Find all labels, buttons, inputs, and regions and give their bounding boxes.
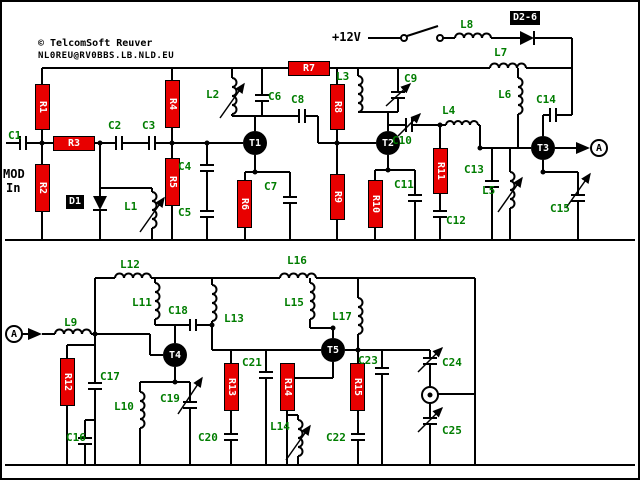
capacitor-label-c18: C18 xyxy=(168,304,188,317)
capacitor-label-c20: C20 xyxy=(198,431,218,444)
capacitor-label-c25: C25 xyxy=(442,424,462,437)
power-switch-icon xyxy=(400,25,444,42)
inductor-label-l15: L15 xyxy=(284,296,304,309)
resistor-r3: R3 xyxy=(53,136,95,151)
capacitor-label-c22: C22 xyxy=(326,431,346,444)
capacitor-label-c16: C16 xyxy=(66,431,86,444)
transistor-t4: T4 xyxy=(163,343,187,367)
transistor-t3: T3 xyxy=(531,136,555,160)
capacitor-label-c12: C12 xyxy=(446,214,466,227)
resistor-r5: R5 xyxy=(165,158,180,206)
inductor-label-l3: L3 xyxy=(336,70,350,83)
capacitor-label-c11: C11 xyxy=(394,178,414,191)
resistor-r2: R2 xyxy=(35,164,50,212)
resistor-r4: R4 xyxy=(165,80,180,128)
inductor-label-l7: L7 xyxy=(494,46,508,59)
resistor-r15: R15 xyxy=(350,363,365,411)
capacitor-label-c14: C14 xyxy=(536,93,556,106)
inductor-label-l5: L5 xyxy=(482,184,496,197)
inductor-label-l6: L6 xyxy=(498,88,512,101)
inductor-label-l17: L17 xyxy=(332,310,352,323)
inductor-label-l14: L14 xyxy=(270,420,290,433)
capacitor-label-c15: C15 xyxy=(550,202,570,215)
capacitor-label-c7: C7 xyxy=(264,180,278,193)
capacitor-symbols xyxy=(19,91,585,445)
inductor-label-l4: L4 xyxy=(442,104,456,117)
junction-dots xyxy=(39,122,546,385)
power-label: +12V xyxy=(332,30,361,44)
mod-input-label2: In xyxy=(6,181,21,195)
inductor-label-l13: L13 xyxy=(224,312,244,325)
capacitor-label-c3: C3 xyxy=(142,119,156,132)
capacitor-label-c19: C19 xyxy=(160,392,180,405)
address-text: NL0REU@RV0BBS.LB.NLD.EU xyxy=(38,51,175,61)
resistor-r10: R10 xyxy=(368,180,383,228)
signal-arrows xyxy=(28,142,590,340)
resistor-r8: R8 xyxy=(330,84,345,130)
inductor-label-l9: L9 xyxy=(64,316,78,329)
capacitor-label-c5: C5 xyxy=(178,206,192,219)
capacitor-label-c2: C2 xyxy=(108,119,122,132)
wires-bottom-section xyxy=(5,277,635,466)
capacitor-label-c1: C1 xyxy=(8,129,22,142)
inductor-label-l11: L11 xyxy=(132,296,152,309)
resistor-r12: R12 xyxy=(60,358,75,406)
capacitor-label-c10: C10 xyxy=(392,134,412,147)
resistor-r13: R13 xyxy=(224,363,239,411)
output-arrow-icon xyxy=(576,142,590,154)
diode-d2-6-icon xyxy=(520,31,534,45)
inductor-label-l8: L8 xyxy=(460,18,474,31)
diode-d1-icon xyxy=(93,196,107,210)
wires-top-section xyxy=(5,37,635,241)
rf-connector-icon xyxy=(421,386,439,404)
resistor-r14: R14 xyxy=(280,363,295,411)
resistor-r9: R9 xyxy=(330,174,345,220)
variable-adjust-arrows xyxy=(139,82,591,461)
inductor-label-l16: L16 xyxy=(287,254,307,267)
copyright-text: © TelcomSoft Reuver xyxy=(38,38,153,49)
transistor-t1: T1 xyxy=(243,131,267,155)
resistor-r6: R6 xyxy=(237,180,252,228)
connector-a-input: A xyxy=(5,325,23,343)
inductor-label-l2: L2 xyxy=(206,88,220,101)
inductor-label-l12: L12 xyxy=(120,258,140,271)
inductor-symbols xyxy=(54,32,527,457)
resistor-r11: R11 xyxy=(433,148,448,194)
diode-label-d1: D1 xyxy=(66,195,85,209)
transistor-t2: T2 xyxy=(376,131,400,155)
resistor-r1: R1 xyxy=(35,84,50,130)
capacitor-label-c24: C24 xyxy=(442,356,462,369)
mod-input-label: MOD xyxy=(3,167,25,181)
transistor-t5: T5 xyxy=(321,338,345,362)
inductor-label-l1: L1 xyxy=(124,200,138,213)
capacitor-label-c9: C9 xyxy=(404,72,418,85)
diode-symbols xyxy=(93,31,535,211)
connector-a-output: A xyxy=(590,139,608,157)
inductor-label-l10: L10 xyxy=(114,400,134,413)
capacitor-label-c23: C23 xyxy=(358,354,378,367)
capacitor-label-c13: C13 xyxy=(464,163,484,176)
input-arrow-icon xyxy=(28,328,42,340)
capacitor-label-c21: C21 xyxy=(242,356,262,369)
capacitor-label-c4: C4 xyxy=(178,160,192,173)
resistor-r7: R7 xyxy=(288,61,330,76)
capacitor-label-c17: C17 xyxy=(100,370,120,383)
capacitor-label-c8: C8 xyxy=(291,93,305,106)
diode-label-d2-6: D2-6 xyxy=(510,11,541,25)
capacitor-label-c6: C6 xyxy=(268,90,282,103)
